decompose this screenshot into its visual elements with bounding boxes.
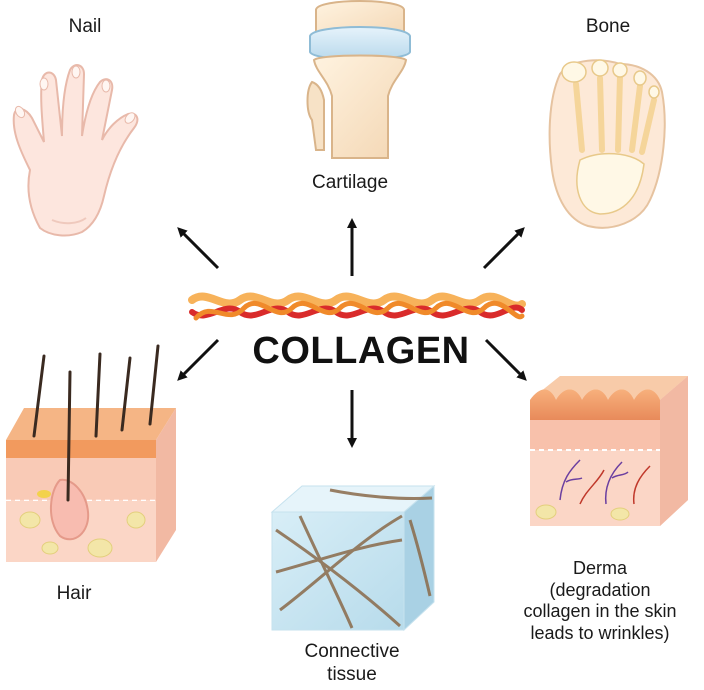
bone-label: Bone: [585, 16, 631, 37]
foot-bone-illustration: [548, 59, 666, 229]
arrow-derma: [484, 338, 527, 381]
nail-label: Nail: [68, 16, 102, 37]
derma-label: Derma (degradation collagen in the skin …: [500, 558, 700, 644]
connective-tissue-label: Connective tissue: [262, 641, 442, 687]
arrow-bone: [482, 227, 525, 270]
arrow-hair: [177, 338, 220, 381]
derma-label-line: collagen in the skin: [523, 601, 677, 622]
derma-label-line: Derma: [572, 558, 627, 578]
hair-skin-illustration: [6, 344, 176, 562]
hair-label: Hair: [56, 583, 92, 604]
derma-label-line: (degradation: [549, 579, 651, 600]
knee-cartilage-illustration: [306, 0, 411, 159]
collagen-helix-icon: [188, 292, 526, 321]
connective-tissue-label-line: Connective: [304, 641, 400, 662]
connective-tissue-label-line: tissue: [327, 663, 377, 685]
derma-label-line: leads to wrinkles): [530, 622, 670, 643]
arrows: [177, 218, 527, 448]
connective-tissue-cube-illustration: [270, 484, 436, 632]
cartilage-label: Cartilage: [311, 172, 389, 193]
hand-illustration: [12, 64, 139, 237]
derma-skin-illustration: [530, 376, 688, 526]
arrow-nail: [177, 227, 220, 270]
collagen-title: COLLAGEN: [252, 330, 470, 372]
